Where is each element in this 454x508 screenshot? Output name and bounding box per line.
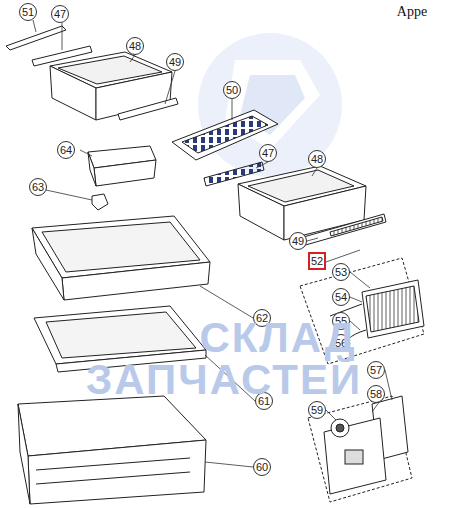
callout-number: 48 (126, 37, 144, 55)
evaporator-53 (362, 280, 424, 338)
bracket-51 (6, 26, 66, 50)
leader-lines (33, 20, 392, 467)
part-63 (92, 194, 108, 210)
rail-49b (300, 214, 386, 246)
rail-49 (118, 98, 178, 120)
fan-assembly (324, 396, 408, 494)
callout-number: 64 (57, 141, 75, 159)
callout-number: 58 (367, 385, 385, 403)
callout-number: 59 (308, 401, 326, 419)
callout-number-highlighted: 52 (308, 252, 326, 270)
callout-number: 50 (223, 81, 241, 99)
page-heading: Appe (397, 4, 427, 20)
callout-number: 53 (332, 263, 350, 281)
callout-number: 63 (29, 178, 47, 196)
callout-number: 47 (259, 144, 277, 162)
callout-number: 47 (51, 5, 69, 23)
watermark-logo (198, 33, 342, 177)
callout-number: 57 (367, 361, 385, 379)
bin-60 (18, 396, 206, 504)
watermark-text: ЗАПЧАСТЕЙ (86, 356, 362, 404)
callout-number: 60 (253, 458, 271, 476)
callout-number: 49 (289, 232, 307, 250)
callout-number: 54 (332, 288, 350, 306)
watermark-text: СКЛАД (199, 314, 356, 362)
callout-number: 48 (308, 150, 326, 168)
group-outline-b (308, 396, 412, 502)
callout-number: 49 (166, 53, 184, 71)
crisper-62 (32, 216, 210, 300)
box-64 (88, 146, 156, 186)
callout-number: 51 (19, 3, 37, 21)
